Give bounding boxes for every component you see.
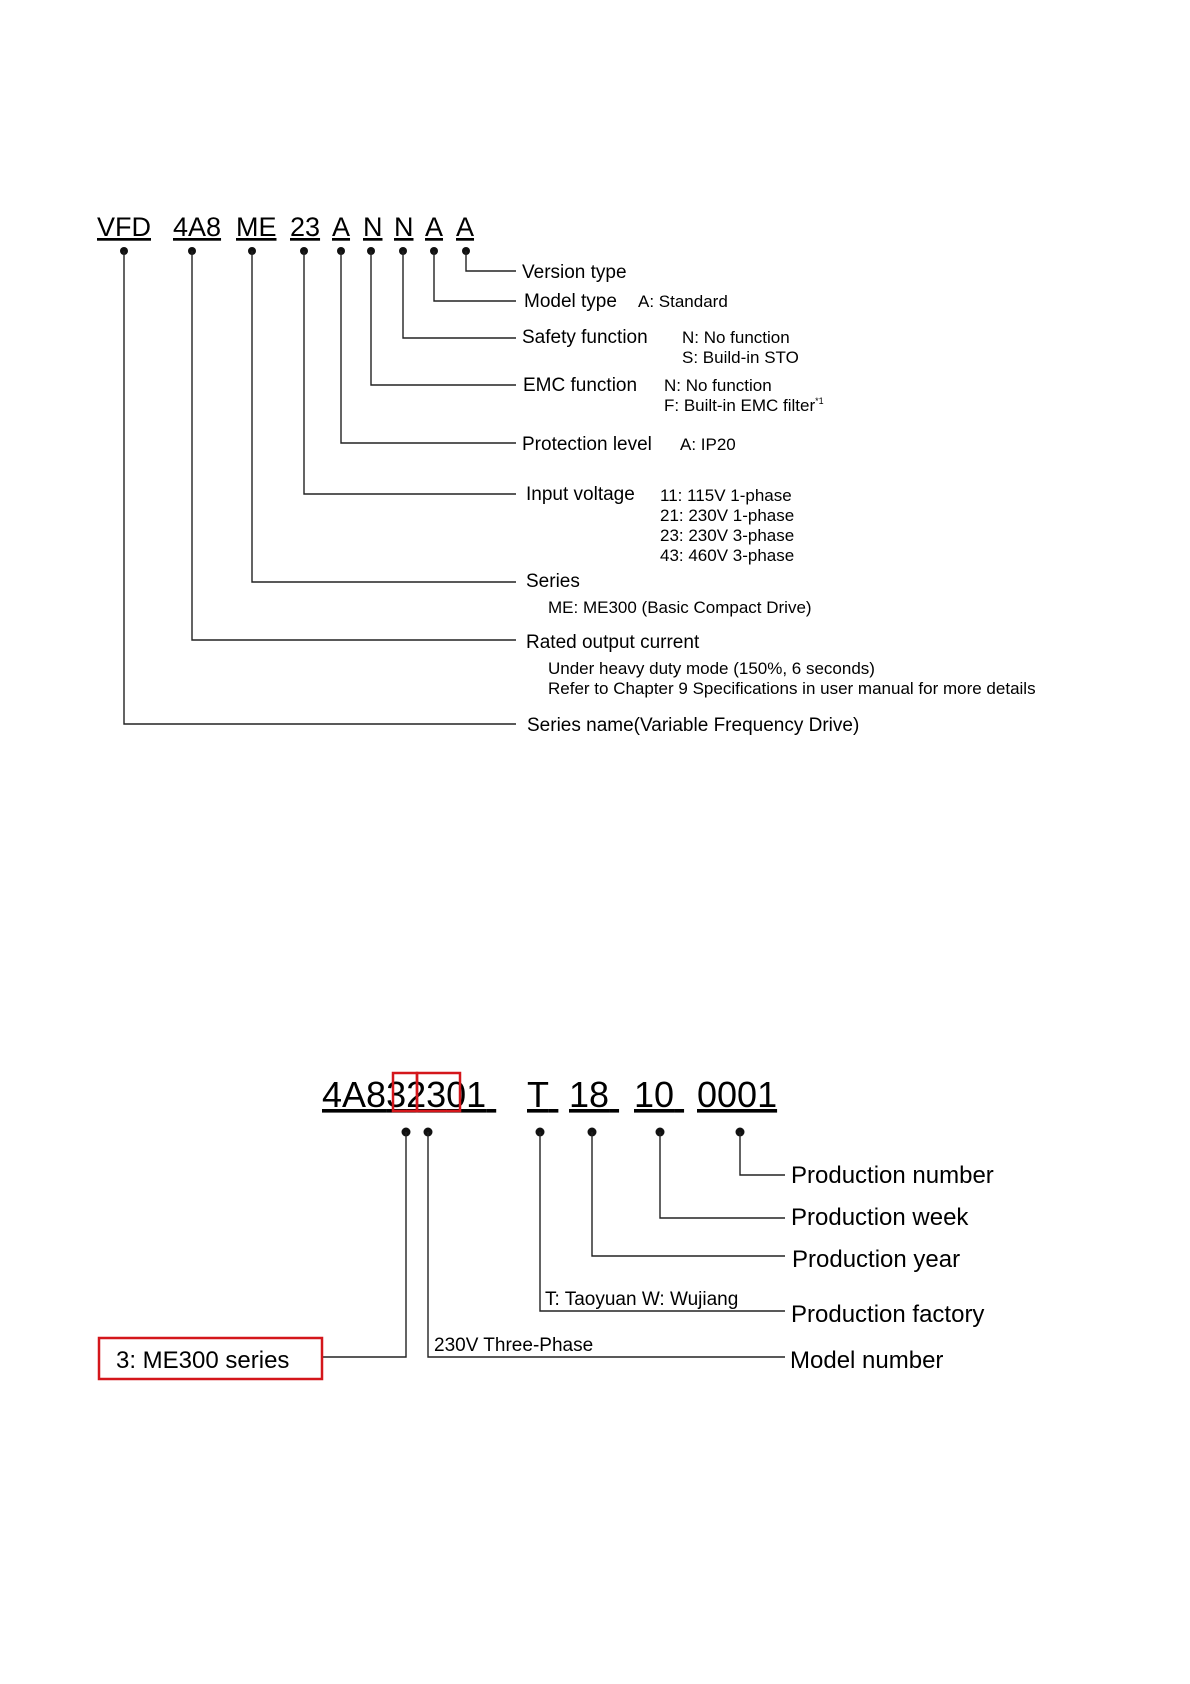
field-label-protection-level: Protection level	[522, 434, 652, 455]
serial-segment-voltage: 23	[406, 1074, 446, 1115]
code-segment-safety: N	[394, 212, 414, 242]
highlight-box-voltage-digits	[415, 1071, 462, 1113]
field-option: S: Build-in STO	[682, 348, 799, 367]
field-label-model-type: Model type	[524, 291, 617, 312]
code-segment-emc: N	[363, 212, 383, 242]
serial-segment-factory: T	[527, 1074, 549, 1115]
field-option: 43: 460V 3-phase	[660, 546, 794, 565]
field-label-production-factory: Production factory	[791, 1301, 984, 1328]
leader-version-type	[465, 251, 516, 272]
serial-segment-week: 10	[634, 1074, 674, 1115]
field-label-production-number: Production number	[791, 1162, 994, 1189]
field-label-series: Series	[526, 571, 580, 592]
leader-series-name	[123, 251, 516, 725]
field-label-production-year: Production year	[792, 1246, 960, 1273]
field-label-safety-function: Safety function	[522, 327, 648, 348]
field-label-emc-function: EMC function	[523, 375, 637, 396]
field-option: 11: 115V 1-phase	[660, 486, 792, 505]
model-code-section: VFD 4A8 ME 23 A N N A A Version type Mod…	[97, 212, 1036, 736]
series-callout-box	[97, 1336, 324, 1381]
leader-production-number	[739, 1132, 785, 1176]
serial-segment-model-suffix: 01	[446, 1074, 486, 1115]
field-option: N: No function	[682, 328, 790, 347]
serial-segment-series: 3	[386, 1074, 406, 1115]
code-segment-protection: A	[332, 212, 350, 242]
field-option-text: F: Built-in EMC filter	[664, 396, 815, 415]
voltage-note: 230V Three-Phase	[434, 1335, 593, 1356]
field-label-model-number: Model number	[790, 1347, 943, 1374]
field-option: A: Standard	[638, 292, 728, 311]
footnote-mark: *1	[815, 396, 824, 406]
field-label-rated-output-current: Rated output current	[526, 632, 700, 653]
code-segment-series-name: VFD	[97, 212, 151, 242]
leader-series	[251, 251, 516, 583]
serial-segment-model: 4A8	[322, 1074, 386, 1115]
leader-series-callout	[322, 1132, 407, 1358]
field-option: Under heavy duty mode (150%, 6 seconds)	[548, 659, 875, 678]
field-option: F: Built-in EMC filter*1	[664, 396, 824, 415]
factory-options: T: Taoyuan W: Wujiang	[545, 1289, 738, 1310]
leader-production-week	[659, 1132, 785, 1219]
serial-segment-production-number: 0001	[697, 1074, 777, 1115]
code-segment-series: ME	[236, 212, 277, 242]
serial-code: 4A832301 T 18 10 0001	[322, 1074, 777, 1115]
code-segment-version: A	[456, 212, 474, 242]
code-segment-rated-current: 4A8	[173, 212, 221, 242]
leader-emc	[370, 251, 516, 386]
code-segment-input-voltage: 23	[290, 212, 320, 242]
leader-production-year	[591, 1132, 785, 1257]
leader-production-factory	[539, 1132, 785, 1312]
leader-safety	[402, 251, 516, 339]
code-segment-model-type: A	[425, 212, 443, 242]
field-option: Refer to Chapter 9 Specifications in use…	[548, 679, 1036, 698]
field-option: 23: 230V 3-phase	[660, 526, 794, 545]
serial-segment-year: 18	[569, 1074, 609, 1115]
field-label-version-type: Version type	[522, 262, 627, 283]
leader-model-type	[433, 251, 516, 302]
field-label-series-name: Series name(Variable Frequency Drive)	[527, 715, 859, 736]
field-option: 21: 230V 1-phase	[660, 506, 794, 525]
leader-protection	[340, 251, 516, 444]
field-option: N: No function	[664, 376, 772, 395]
leader-input-voltage	[303, 251, 516, 495]
serial-code-section: 4A832301 T 18 10 0001 Production number …	[97, 1071, 994, 1381]
field-option: A: IP20	[680, 435, 736, 454]
field-label-production-week: Production week	[791, 1204, 969, 1231]
leader-model-number	[427, 1132, 785, 1358]
field-option: ME: ME300 (Basic Compact Drive)	[548, 598, 812, 617]
leader-rated-current	[191, 251, 516, 641]
field-label-input-voltage: Input voltage	[526, 484, 635, 505]
series-callout-text: 3: ME300 series	[116, 1347, 289, 1374]
